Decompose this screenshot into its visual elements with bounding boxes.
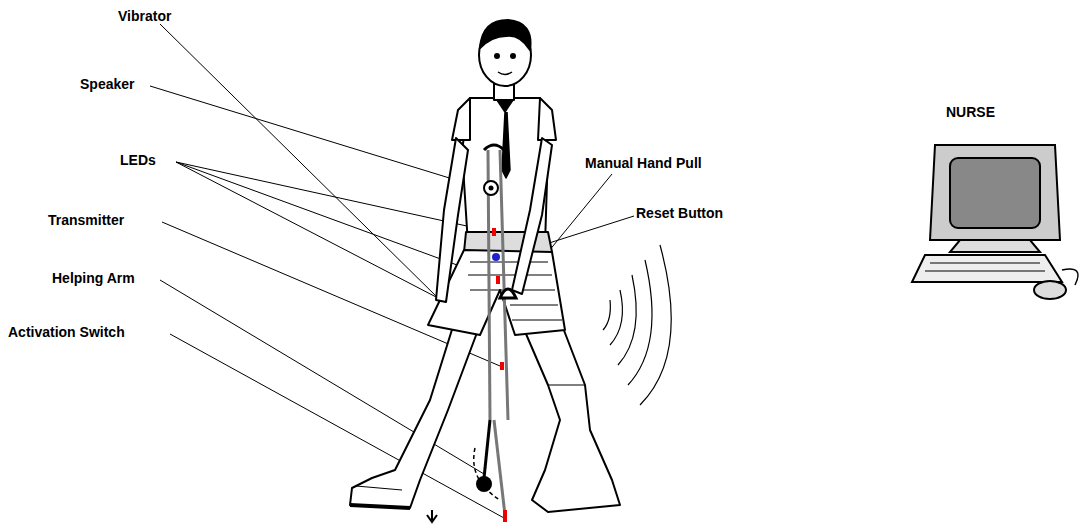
speaker <box>484 181 498 195</box>
leds <box>492 228 507 522</box>
part-label: LEDs <box>120 152 156 168</box>
boy-figure <box>350 20 620 512</box>
part-label: Speaker <box>80 76 134 92</box>
station-label: NURSE <box>946 104 995 120</box>
leader-lines <box>150 24 634 518</box>
part-label: Manual Hand Pull <box>585 155 702 171</box>
part-label: Helping Arm <box>52 270 135 286</box>
part-label: Reset Button <box>636 205 723 221</box>
crutch <box>484 145 508 515</box>
wireless-signal <box>603 245 671 405</box>
part-label: Activation Switch <box>8 324 125 340</box>
part-label: Vibrator <box>118 8 171 24</box>
reset-button <box>492 253 500 261</box>
part-label: Transmitter <box>48 212 124 228</box>
helping-arm <box>427 420 500 522</box>
hand-pull <box>500 289 516 298</box>
computer-icon <box>912 145 1078 299</box>
